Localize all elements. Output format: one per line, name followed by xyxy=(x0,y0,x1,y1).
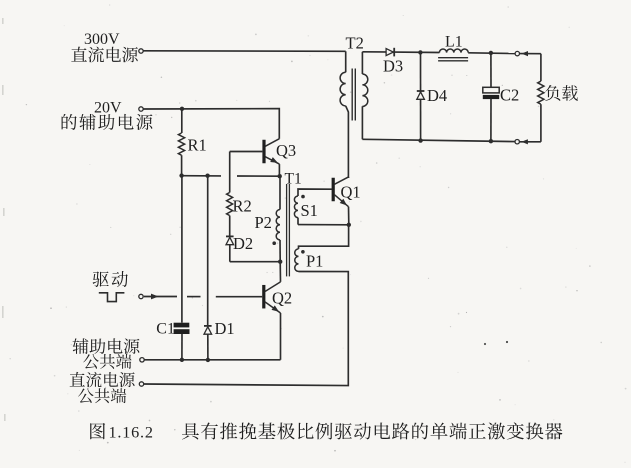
svg-text:C1: C1 xyxy=(156,321,175,338)
svg-text:T1: T1 xyxy=(285,171,302,188)
svg-text:1.16.2: 1.16.2 xyxy=(109,424,154,442)
svg-text:D1: D1 xyxy=(215,319,235,338)
svg-text:Q2: Q2 xyxy=(272,289,292,308)
svg-text:P1: P1 xyxy=(306,251,323,270)
svg-text:Q1: Q1 xyxy=(341,183,361,202)
svg-text:R1: R1 xyxy=(188,136,207,155)
svg-text:300V: 300V xyxy=(84,31,120,48)
svg-text:T2: T2 xyxy=(346,33,364,52)
svg-text:D4: D4 xyxy=(427,86,447,105)
svg-text:D2: D2 xyxy=(233,234,253,253)
svg-text:20V: 20V xyxy=(94,99,122,116)
svg-text:D3: D3 xyxy=(383,57,403,76)
svg-text:R2: R2 xyxy=(233,197,252,216)
svg-text:C2: C2 xyxy=(500,85,519,104)
svg-text:S1: S1 xyxy=(301,201,318,220)
svg-text:Q3: Q3 xyxy=(276,141,296,160)
svg-text:L1: L1 xyxy=(445,34,463,51)
svg-text:P2: P2 xyxy=(255,213,272,232)
